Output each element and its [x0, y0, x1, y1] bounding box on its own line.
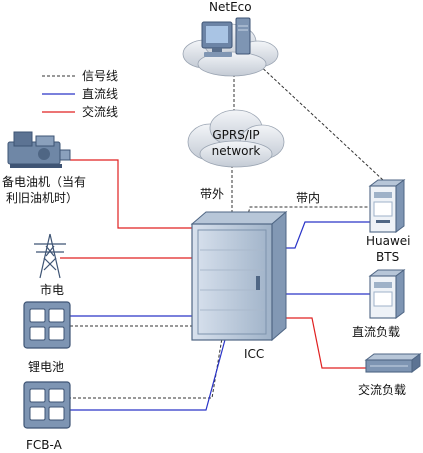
fcb-label: FCB-A — [26, 438, 63, 452]
connections — [60, 61, 384, 411]
diesel-generator-node: 备电油机（当有 利旧油机时） — [2, 131, 86, 205]
out-of-band-label: 带外 — [200, 187, 224, 201]
diesel-label-line2: 利旧油机时） — [6, 191, 78, 205]
legend: 信号线 直流线 交流线 — [42, 69, 118, 119]
neteco-label: NetEco — [209, 0, 252, 14]
ac-line-diesel-icc — [70, 159, 192, 229]
legend-dc-label: 直流线 — [82, 87, 118, 101]
mains-label: 市电 — [40, 282, 64, 297]
bts-label-line2: BTS — [376, 250, 399, 264]
gprs-label-line2: network — [212, 144, 261, 158]
dc-load-icon — [368, 269, 406, 319]
dc-load-label: 直流负载 — [352, 325, 400, 339]
gprs-network-node: GPRS/IP network — [187, 109, 285, 168]
ac-line-icc-acload — [284, 317, 366, 369]
legend-signal-label: 信号线 — [82, 69, 118, 83]
signal-line-neteco-bts — [255, 61, 384, 181]
ac-lines — [60, 159, 366, 369]
dc-load-node: 直流负载 — [352, 269, 406, 339]
dc-line-fcb-icc — [70, 335, 227, 411]
bts-icon — [368, 179, 406, 233]
diesel-label-line1: 备电油机（当有 — [2, 175, 86, 189]
dc-line-icc-bts — [284, 221, 370, 249]
icc-node: ICC — [190, 210, 288, 361]
fcb-icon — [23, 381, 71, 429]
cabinet-icon — [190, 210, 288, 342]
workstation-icon — [201, 17, 251, 57]
gprs-cloud — [187, 109, 285, 168]
ac-load-node: 交流负载 — [358, 353, 422, 397]
signal-line-fcb-icc — [68, 337, 223, 399]
battery-node: 锂电池 — [23, 301, 71, 374]
dc-lines — [70, 221, 370, 411]
battery-label: 锂电池 — [28, 359, 64, 374]
bts-label-line1: Huawei — [366, 234, 411, 248]
in-band-label: 带内 — [296, 191, 320, 205]
ac-load-icon — [364, 353, 422, 373]
bts-node: Huawei BTS — [366, 179, 411, 264]
battery-icon — [23, 301, 71, 349]
legend-ac-label: 交流线 — [82, 104, 118, 119]
generator-icon — [7, 131, 71, 168]
fcb-node: FCB-A — [23, 381, 71, 452]
neteco-node: NetEco — [182, 0, 279, 77]
gprs-label-line1: GPRS/IP — [212, 128, 259, 142]
mains-node: 市电 — [34, 233, 66, 297]
icc-label: ICC — [244, 347, 264, 361]
ac-load-label: 交流负载 — [358, 382, 406, 397]
power-tower-icon — [34, 233, 66, 279]
